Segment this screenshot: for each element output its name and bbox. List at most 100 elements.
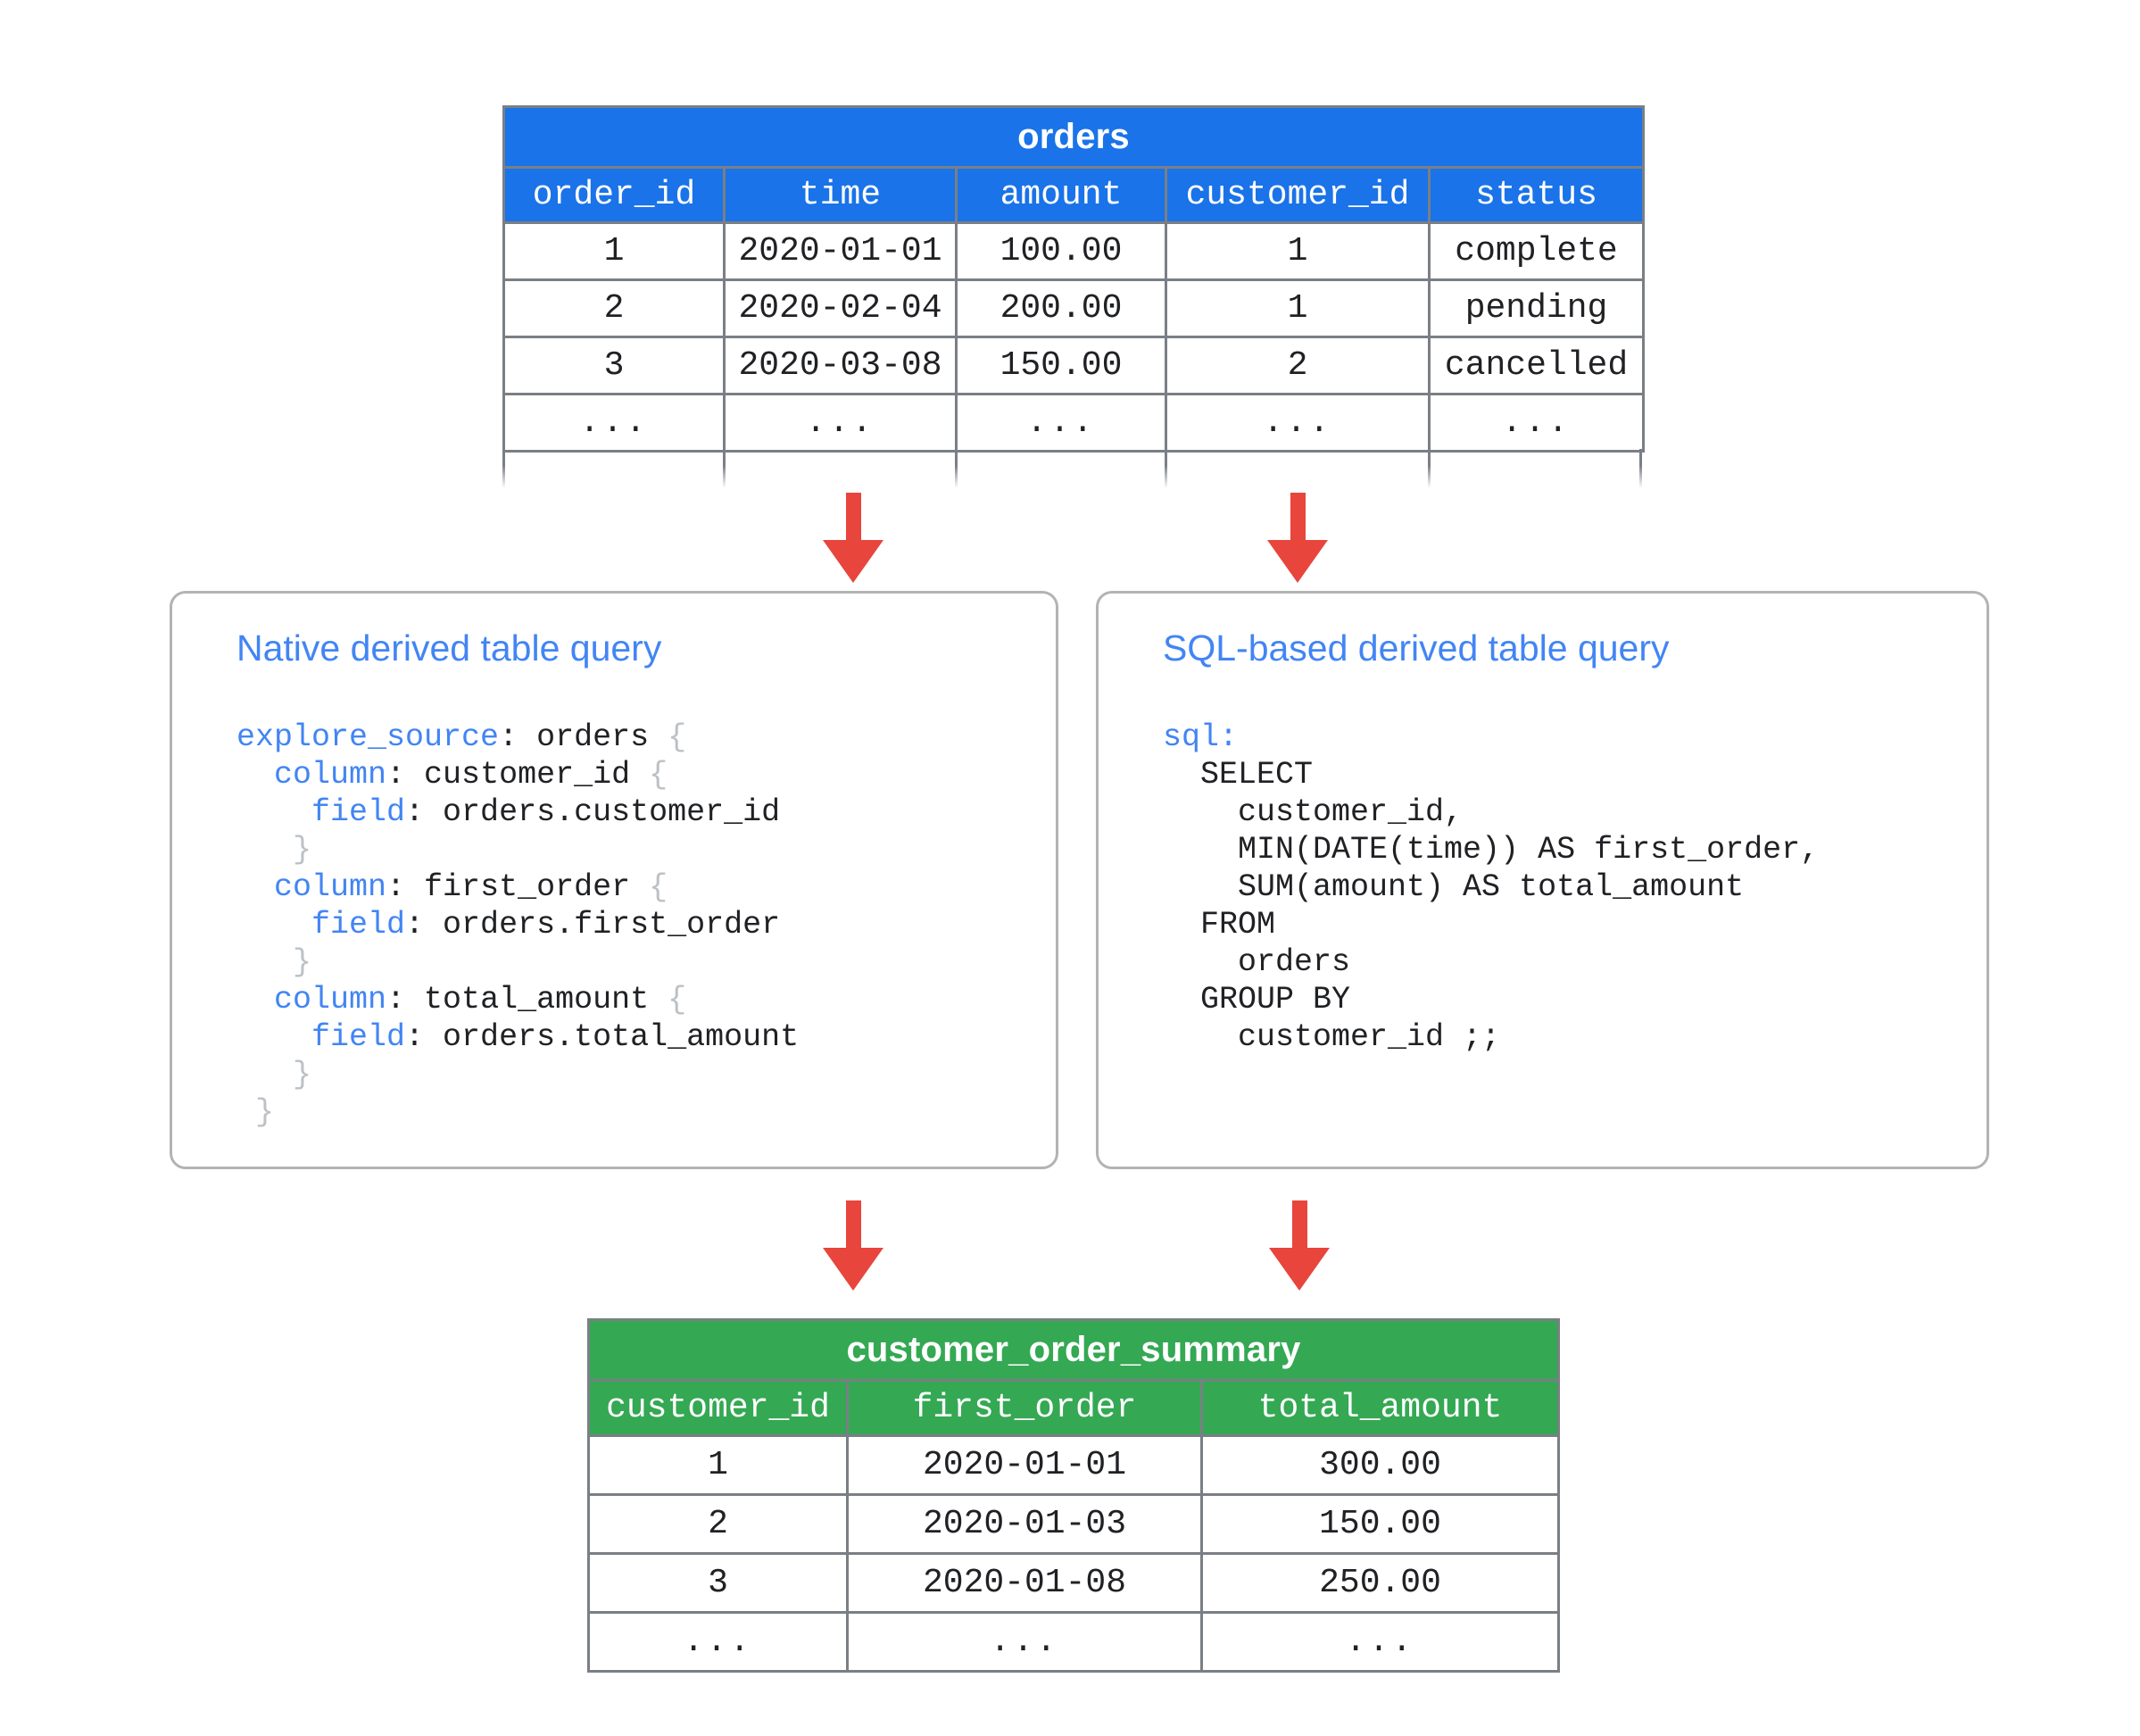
sql-code-line: GROUP BY (1163, 981, 1819, 1018)
native-card-code: explore_source: orders { column: custome… (236, 718, 799, 1131)
table-cell: 1 (587, 1434, 849, 1496)
sql-code-line: sql: (1163, 718, 1819, 756)
native-code-token: column (274, 982, 387, 1018)
native-code-token: field (311, 907, 406, 943)
table-cell: 2020-01-01 (723, 221, 958, 281)
native-code-token: : orders.first_order (405, 907, 781, 943)
arrow-head (823, 540, 883, 583)
native-code-token: { (668, 982, 687, 1018)
summary-column-header-customer_id: customer_id (587, 1379, 849, 1437)
native-code-token (236, 832, 293, 868)
sql-code-line: MIN(DATE(time)) AS first_order, (1163, 831, 1819, 868)
table-row: ......... (587, 1611, 1561, 1673)
native-code-line: field: orders.customer_id (236, 793, 799, 831)
sql-code-line: orders (1163, 943, 1819, 981)
native-code-token (236, 794, 311, 830)
table-cell: cancelled (1427, 336, 1646, 395)
native-code-token: : customer_id (386, 757, 650, 793)
sql-code-token: SUM(amount) AS total_amount (1163, 869, 1745, 905)
native-code-token: : first_order (386, 869, 650, 905)
native-code-token (236, 869, 274, 905)
native-code-token (236, 1057, 293, 1092)
sql-code-line: customer_id, (1163, 793, 1819, 831)
native-code-token (236, 944, 293, 980)
native-code-line: field: orders.total_amount (236, 1018, 799, 1056)
sql-code-token: MIN(DATE(time)) AS first_order, (1163, 832, 1820, 868)
native-code-token: field (311, 794, 406, 830)
native-code-token: { (649, 869, 668, 905)
table-cell: 2020-01-01 (846, 1434, 1203, 1496)
table-cell: ... (502, 393, 726, 453)
summary-title-row: customer_order_summary (586, 1318, 1561, 1382)
table-cell: 1 (1165, 221, 1431, 281)
native-code-token: { (649, 757, 668, 793)
native-derived-table-card: Native derived table query explore_sourc… (170, 591, 1058, 1169)
orders-column-header-customer_id: customer_id (1165, 166, 1431, 224)
orders-column-header-amount: amount (955, 166, 1167, 224)
sql-code-token: orders (1163, 944, 1351, 980)
table-cell: 3 (587, 1552, 849, 1614)
orders-column-header-time: time (723, 166, 958, 224)
table-cell: ... (1427, 393, 1646, 453)
arrow-shaft (1292, 1200, 1307, 1250)
arrow-shaft (846, 1200, 861, 1250)
arrow-native-to-summary (823, 1200, 883, 1291)
sql-code-line: customer_id ;; (1163, 1018, 1819, 1056)
arrow-shaft (846, 493, 861, 543)
summary-column-header-first_order: first_order (846, 1379, 1203, 1437)
table-row: ............... (502, 393, 1646, 453)
table-cell: 100.00 (955, 221, 1167, 281)
native-code-token (236, 982, 274, 1018)
native-code-token: column (274, 757, 387, 793)
orders-table-truncated-row (502, 449, 1642, 488)
table-cell: 2020-01-08 (846, 1552, 1203, 1614)
sql-code-token: GROUP BY (1163, 982, 1351, 1018)
table-cell: 1 (1165, 278, 1431, 338)
native-code-token: : orders.customer_id (405, 794, 781, 830)
arrow-head (1267, 540, 1328, 583)
sql-code-token: FROM (1163, 907, 1276, 943)
table-cell: 3 (502, 336, 726, 395)
sql-code-line: FROM (1163, 906, 1819, 943)
native-code-token (236, 1094, 255, 1130)
native-code-token: explore_source (236, 719, 500, 755)
table-cell: ... (1165, 393, 1431, 453)
table-cell: 2 (587, 1493, 849, 1555)
table-cell: ... (723, 393, 958, 453)
table-cell: ... (955, 393, 1167, 453)
native-code-token (236, 907, 311, 943)
arrow-orders-to-sql (1267, 493, 1328, 583)
table-cell: ... (1199, 1611, 1561, 1673)
native-code-line: } (236, 831, 799, 868)
table-cell: ... (846, 1611, 1203, 1673)
arrow-shaft (1290, 493, 1306, 543)
native-code-token (236, 1019, 311, 1055)
orders-title: orders (502, 105, 1646, 169)
table-cell: 150.00 (955, 336, 1167, 395)
table-cell: pending (1427, 278, 1646, 338)
sql-card-code: sql: SELECT customer_id, MIN(DATE(time))… (1163, 718, 1819, 1056)
sql-code-token: SELECT (1163, 757, 1314, 793)
native-code-line: column: first_order { (236, 868, 799, 906)
table-cell: 2020-03-08 (723, 336, 958, 395)
table-cell: 1 (502, 221, 726, 281)
table-cell: 200.00 (955, 278, 1167, 338)
sql-code-token: customer_id, (1163, 794, 1464, 830)
native-code-line: explore_source: orders { (236, 718, 799, 756)
native-code-line: } (236, 1056, 799, 1093)
table-cell: ... (587, 1611, 849, 1673)
arrow-orders-to-native (823, 493, 883, 583)
native-code-token: field (311, 1019, 406, 1055)
table-cell: 2020-01-03 (846, 1493, 1203, 1555)
orders-column-header-order_id: order_id (502, 166, 726, 224)
native-code-line: } (236, 943, 799, 981)
native-code-token: } (255, 1094, 275, 1130)
